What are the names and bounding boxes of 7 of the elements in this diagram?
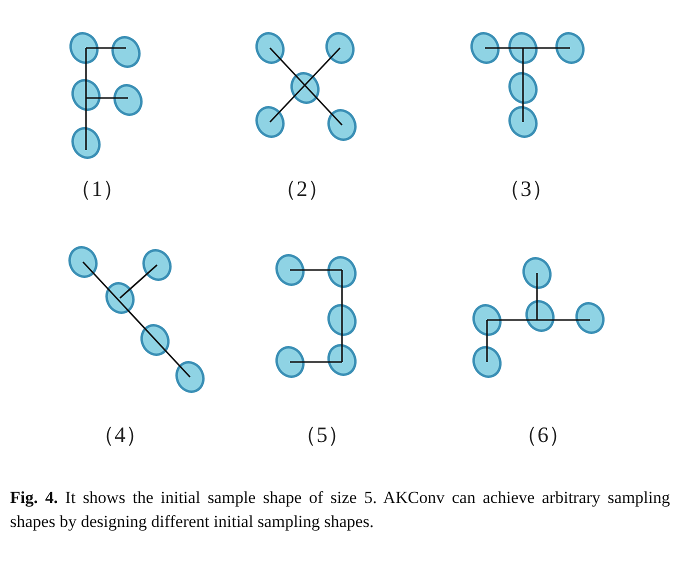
- panel-number: （1）: [70, 175, 124, 203]
- panel-number: （3）: [498, 175, 554, 203]
- figure-caption: Fig. 4. It shows the initial sample shape of size 5. AKConv can achieve arbitrary sampling shapes by designing different initial sampling shapes.: [10, 487, 670, 533]
- panel-number: （2）: [274, 175, 330, 203]
- panel-number: （5）: [294, 421, 350, 449]
- panel-number: （6）: [516, 421, 570, 449]
- panel-number: （4）: [92, 421, 148, 449]
